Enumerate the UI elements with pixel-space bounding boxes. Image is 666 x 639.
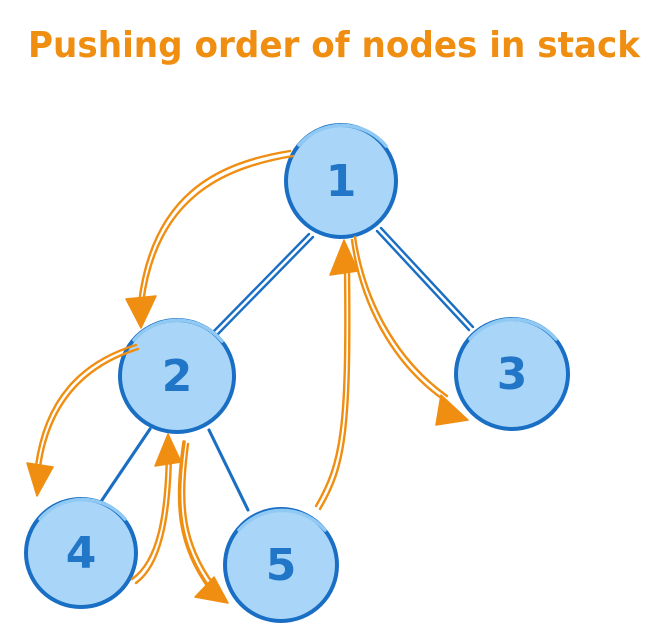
tree-edges (96, 226, 475, 512)
node-5-sketch-stroke (231, 592, 314, 622)
diagram-title: Pushing order of nodes in stack (28, 25, 641, 66)
node-3-label: 3 (497, 349, 528, 400)
arrowhead-1-2 (125, 295, 157, 329)
arrowhead-4-2 (154, 433, 182, 467)
traversal-arrow-2-4 (26, 343, 140, 497)
traversal-arrow-1-3 (350, 235, 469, 426)
node-5: 5 (223, 507, 339, 623)
edge-1-2 (212, 232, 315, 336)
node-2-sketch-stroke (126, 403, 211, 433)
node-3-highlight-stroke (468, 317, 558, 341)
node-1: 1 (284, 123, 398, 239)
node-1-sketch-stroke (291, 208, 374, 239)
node-5-highlight-stroke (237, 508, 327, 532)
arrowhead-2-5 (194, 576, 229, 604)
node-4-sketch-stroke (32, 579, 114, 608)
node-3: 3 (454, 317, 570, 431)
node-1-label: 1 (326, 156, 357, 207)
node-4-highlight-stroke (38, 497, 127, 521)
node-1-highlight-stroke (297, 123, 388, 148)
node-5-label: 5 (266, 540, 297, 591)
node-4: 4 (24, 497, 138, 609)
traversal-arrow-4-2 (130, 433, 182, 585)
node-4-label: 4 (66, 528, 97, 579)
traversal-arrow-1-2 (125, 149, 295, 329)
node-2: 2 (118, 318, 236, 434)
traversal-arrow-2-5 (177, 440, 229, 604)
arrowhead-5-1 (329, 239, 359, 276)
arrowhead-2-4 (26, 462, 54, 497)
edge-2-4 (96, 427, 152, 508)
edge-1-3 (375, 226, 475, 332)
node-2-highlight-stroke (132, 318, 224, 343)
traversal-arrows (26, 149, 469, 604)
node-2-label: 2 (162, 351, 193, 402)
edge-2-5 (207, 428, 250, 512)
traversal-arrow-5-1 (314, 239, 359, 511)
node-3-sketch-stroke (462, 401, 545, 430)
arrowhead-1-3 (435, 394, 469, 426)
